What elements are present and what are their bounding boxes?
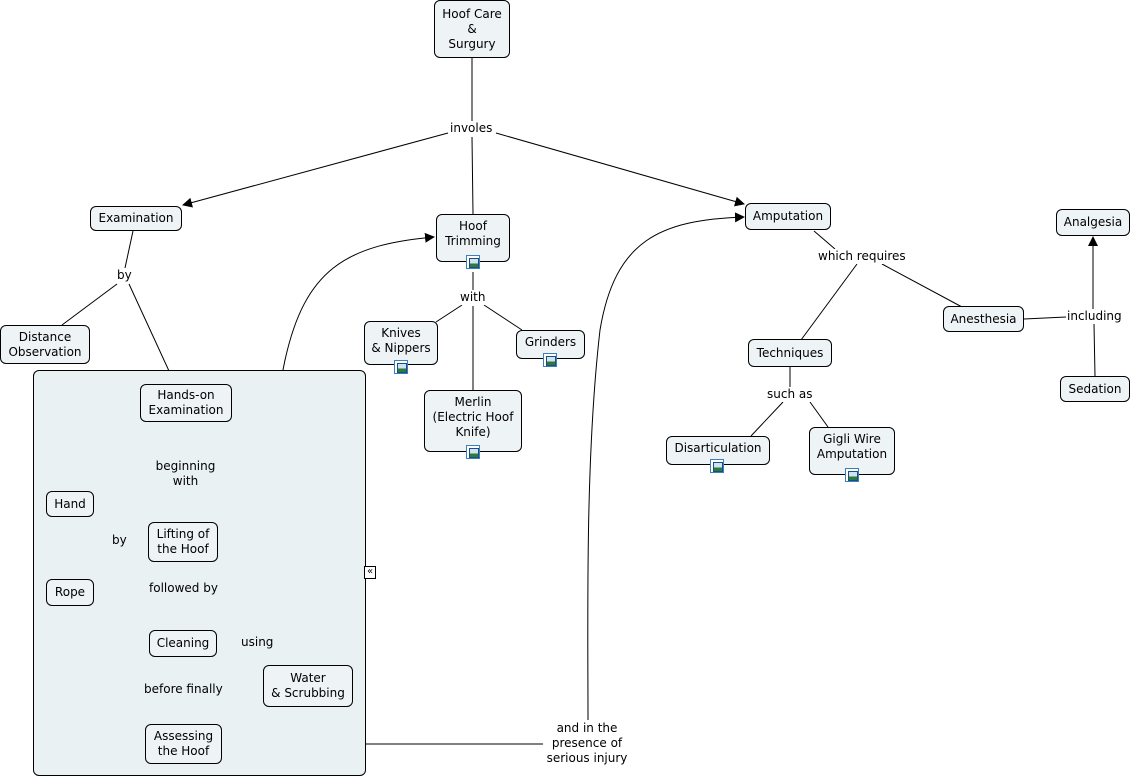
link-label-by-lifting: by — [111, 533, 128, 548]
link-by-hands-on — [128, 283, 176, 385]
link-involes-examination — [182, 132, 449, 208]
concept-amputation[interactable]: Amputation — [745, 203, 831, 230]
concept-distance-observation[interactable]: Distance Observation — [0, 325, 90, 364]
concept-anesthesia[interactable]: Anesthesia — [943, 306, 1024, 332]
concept-merlin[interactable]: Merlin (Electric Hoof Knife) — [424, 390, 522, 452]
link-label-serious-injury: and in the presence of serious injury — [543, 721, 631, 766]
image-attachment-icon[interactable] — [394, 360, 408, 374]
link-involes-hoof-trimming — [471, 136, 474, 215]
link-by-distance — [61, 283, 118, 326]
link-label-including: including — [1066, 309, 1123, 324]
link-amputation-requires — [813, 230, 836, 250]
link-involes-amputation — [495, 132, 745, 207]
concept-assessing-the-hoof[interactable]: Assessing the Hoof — [145, 724, 222, 764]
link-label-with: with — [459, 290, 487, 305]
link-requires-techniques — [800, 263, 858, 341]
link-requires-anesthesia — [881, 263, 963, 308]
link-suchas-disarticulation — [750, 401, 784, 437]
concept-hand[interactable]: Hand — [46, 491, 94, 517]
link-with-grinders — [483, 304, 523, 331]
link-label-such-as: such as — [766, 387, 814, 402]
link-label-by-examination: by — [116, 268, 133, 283]
image-attachment-icon[interactable] — [466, 445, 480, 459]
image-attachment-icon[interactable] — [543, 353, 557, 367]
concept-lifting-of-the-hoof[interactable]: Lifting of the Hoof — [148, 522, 218, 562]
concept-hoof-care-surgury[interactable]: Hoof Care & Surgury — [434, 0, 510, 58]
link-label-involes: involes — [449, 121, 494, 136]
concept-sedation[interactable]: Sedation — [1060, 376, 1130, 402]
link-sedation-including — [1093, 323, 1096, 377]
concept-cleaning[interactable]: Cleaning — [149, 630, 217, 657]
concept-hands-on-examination[interactable]: Hands-on Examination — [140, 384, 232, 422]
link-label-which-requires: which requires — [817, 249, 907, 264]
link-examination-by — [124, 230, 134, 269]
concept-rope[interactable]: Rope — [46, 579, 94, 606]
link-label-using: using — [240, 635, 275, 650]
link-injury-amputation — [587, 212, 745, 721]
collapse-icon[interactable]: « — [364, 566, 376, 579]
concept-examination[interactable]: Examination — [90, 206, 182, 231]
link-suchas-gigli — [809, 401, 829, 428]
concept-analgesia[interactable]: Analgesia — [1056, 209, 1130, 236]
image-attachment-icon[interactable] — [466, 255, 480, 269]
link-label-before-finally: before finally — [143, 682, 224, 697]
link-label-followed-by: followed by — [148, 581, 219, 596]
concept-gigli-wire-amputation[interactable]: Gigli Wire Amputation — [809, 427, 895, 475]
image-attachment-icon[interactable] — [710, 459, 724, 473]
concept-water-scrubbing[interactable]: Water & Scrubbing — [263, 665, 353, 707]
concept-knives-nippers[interactable]: Knives & Nippers — [364, 321, 438, 365]
link-anesthesia-including — [1023, 316, 1067, 320]
link-label-beginning-with: beginning with — [154, 459, 217, 489]
link-with-knives — [435, 304, 463, 323]
concept-techniques[interactable]: Techniques — [748, 339, 832, 367]
image-attachment-icon[interactable] — [845, 468, 859, 482]
hoof-examination-group — [33, 370, 366, 776]
